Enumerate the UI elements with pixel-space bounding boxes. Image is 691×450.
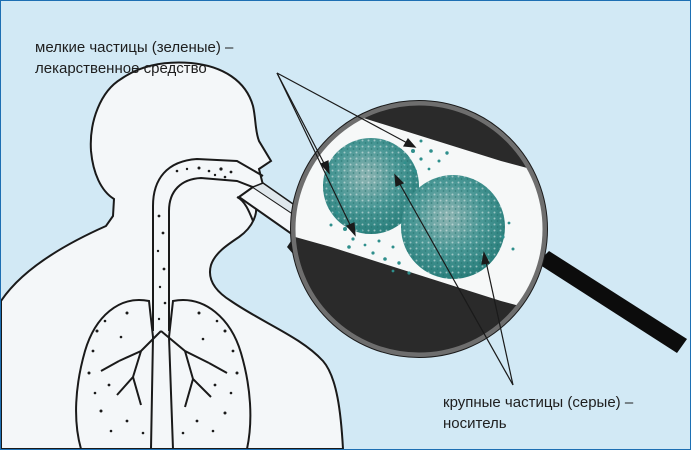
magnifier-handle <box>537 251 687 353</box>
large-particles-line-2: носитель <box>443 413 633 434</box>
small-particles-label: мелкие частицы (зеленые) – лекарственное… <box>35 37 233 79</box>
large-particles-label: крупные частицы (серые) – носитель <box>443 392 633 434</box>
large-particles-line-1: крупные частицы (серые) – <box>443 392 633 413</box>
small-particles-line-1: мелкие частицы (зеленые) – <box>35 37 233 58</box>
small-particles-line-2: лекарственное средство <box>35 58 233 79</box>
